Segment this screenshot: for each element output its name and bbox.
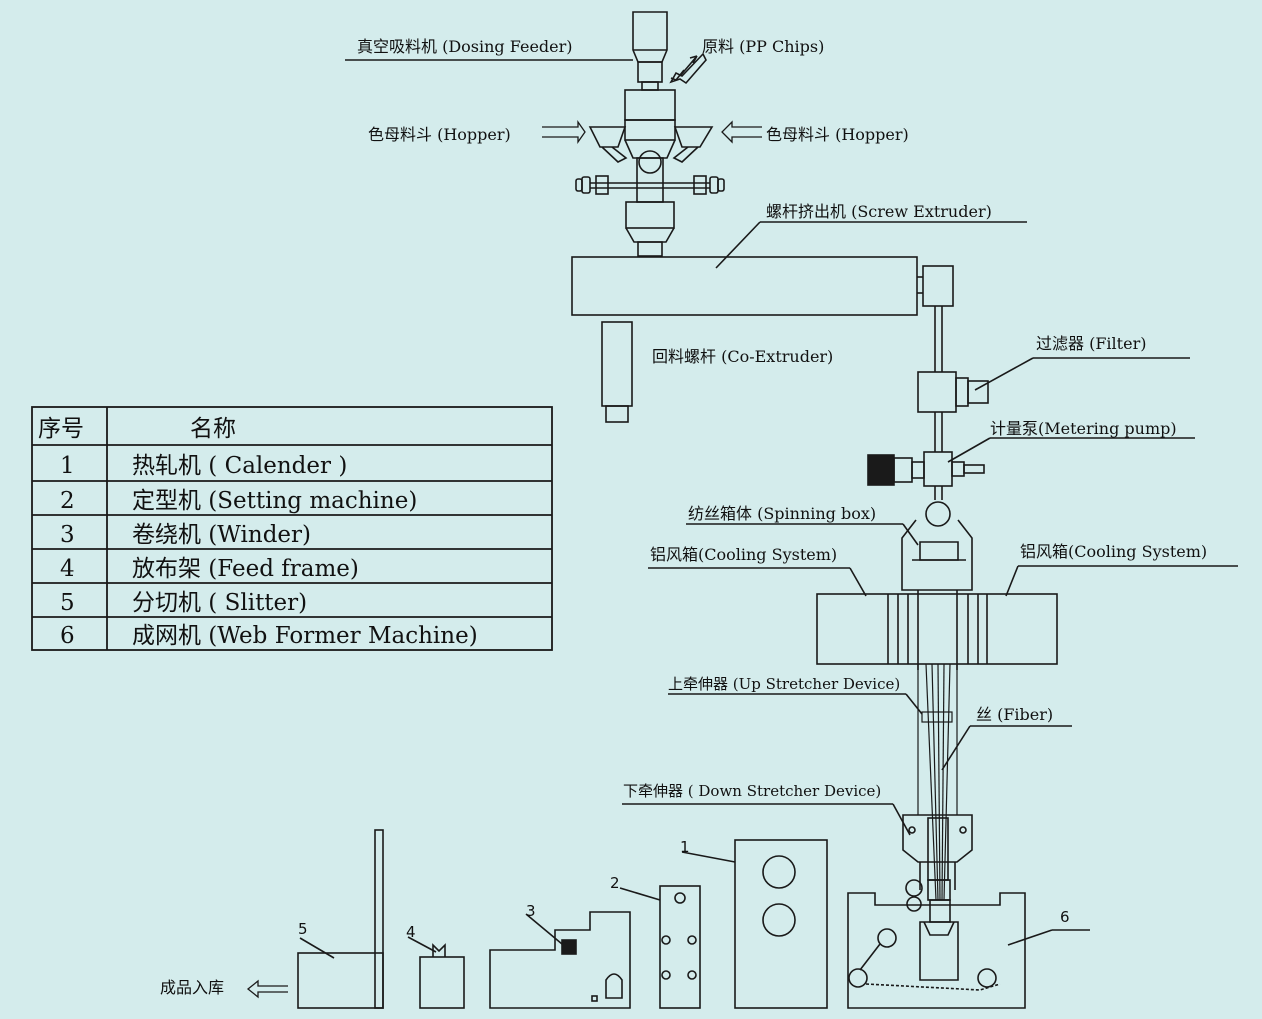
- filter-label: 过滤器 (Filter): [1036, 334, 1146, 353]
- table-row-name: 定型机 (Setting machine): [132, 488, 417, 514]
- machine-6-leader: [1007, 929, 1053, 946]
- fiber-column: [917, 663, 958, 901]
- filter-unit: [917, 371, 989, 413]
- pp-chips-arrow-shape: [669, 52, 707, 85]
- calender-machine: [734, 839, 828, 1009]
- output-arrow-icon: [246, 979, 288, 999]
- extruder-motor: [922, 265, 954, 307]
- machine-1-leader: [681, 851, 736, 863]
- table-row-number: 3: [60, 522, 75, 548]
- table-row-number: 5: [60, 590, 75, 616]
- screw-extruder-body: [571, 256, 918, 316]
- hopper-right-label: 色母料斗 (Hopper): [766, 125, 909, 144]
- table-row-name: 放布架 (Feed frame): [132, 556, 359, 582]
- filter-leader: [974, 357, 1034, 391]
- machine-number-2: 2: [610, 874, 620, 892]
- spinning-box: [901, 501, 973, 670]
- co-extruder-tip: [605, 405, 629, 423]
- table-row-name: 成网机 (Web Former Machine): [132, 623, 478, 649]
- cooling-system: [816, 593, 1058, 665]
- machine-number-4: 4: [406, 923, 416, 941]
- component-table: [31, 406, 553, 651]
- table-row-name: 热轧机 ( Calender ): [132, 453, 347, 479]
- winder-machine: [489, 911, 631, 1009]
- down-stretcher-label: 下牵伸器 ( Down Stretcher Device): [623, 782, 881, 800]
- setting-machine: [659, 885, 701, 1009]
- machine-3-leader: [525, 913, 563, 945]
- up-stretcher-label: 上牵伸器 (Up Stretcher Device): [668, 675, 900, 693]
- down-stretcher: [902, 814, 973, 890]
- dosing-feeder-unit: [632, 11, 668, 91]
- feed-frame: [419, 943, 465, 1009]
- pp-chips-label: 原料 (PP Chips): [702, 37, 824, 56]
- co-extruder-body: [601, 321, 633, 407]
- table-row-number: 2: [60, 488, 75, 514]
- co-extruder-label: 回料螺杆 (Co-Extruder): [652, 347, 833, 366]
- machine-number-3: 3: [526, 902, 536, 920]
- dosing-feeder-label: 真空吸料机 (Dosing Feeder): [357, 37, 573, 56]
- table-header-name: 名称: [190, 416, 236, 442]
- metering-pump-label: 计量泵(Metering pump): [990, 419, 1177, 438]
- hopper-left-arrow-icon: [542, 119, 586, 145]
- machine-4-leader: [407, 936, 437, 953]
- cooling-left-label: 铝风箱(Cooling System): [650, 545, 837, 564]
- machine-number-6: 6: [1060, 908, 1070, 926]
- pp-chips-arrow-icon: [670, 55, 698, 81]
- screw-extruder-leader: [715, 221, 761, 269]
- screw-extruder-label: 螺杆挤出机 (Screw Extruder): [766, 202, 992, 221]
- machine-5-leader: [299, 937, 335, 959]
- table-row-number: 1: [60, 453, 75, 479]
- metering-pump-leader: [947, 437, 991, 463]
- metering-pump-unit: [867, 451, 985, 487]
- spinning-box-label: 纺丝箱体 (Spinning box): [688, 504, 876, 523]
- table-header-number: 序号: [38, 416, 84, 442]
- fiber-label: 丝 (Fiber): [976, 705, 1053, 724]
- table-row-name: 分切机 ( Slitter): [132, 590, 307, 616]
- machine-2-leader: [619, 887, 661, 901]
- slitter-machine: [297, 829, 384, 1009]
- table-row-name: 卷绕机 (Winder): [132, 522, 311, 548]
- machine-number-1: 1: [680, 838, 690, 856]
- hopper-right-arrow-icon: [721, 120, 762, 144]
- table-row-number: 6: [60, 623, 75, 649]
- cooling-right-label: 铝风箱(Cooling System): [1020, 542, 1207, 561]
- web-former-machine: [847, 879, 1026, 1009]
- finished-product-label: 成品入库: [160, 978, 224, 997]
- table-row-number: 4: [60, 556, 75, 582]
- hopper-left-label: 色母料斗 (Hopper): [368, 125, 511, 144]
- machine-number-5: 5: [298, 920, 308, 938]
- hopper-assembly: [575, 89, 725, 257]
